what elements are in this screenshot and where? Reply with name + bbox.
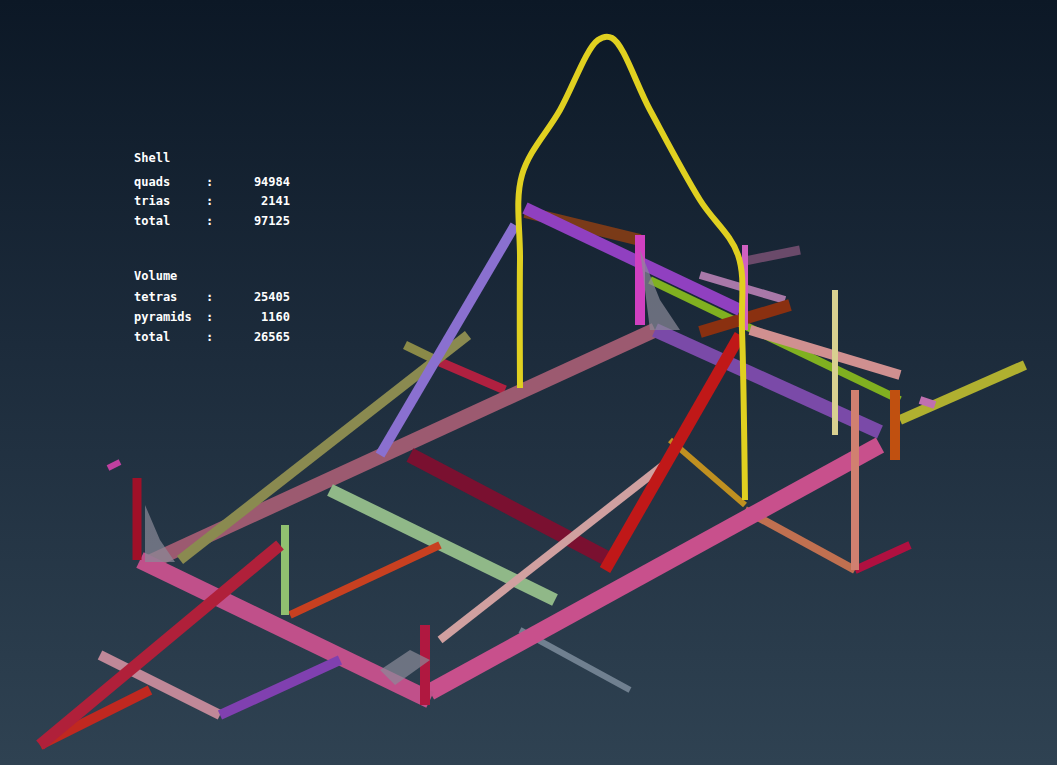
mesh-statistic: : — [206, 213, 213, 229]
mesh-statistic: total — [134, 213, 170, 229]
mesh-statistic: 2141 — [261, 193, 290, 209]
mesh-statistic: 94984 — [254, 174, 290, 190]
mesh-statistic: Shell — [134, 150, 170, 166]
mesh-statistic: pyramids — [134, 309, 192, 325]
frame-tube — [180, 335, 468, 560]
gusset-plate — [380, 650, 430, 685]
mesh-statistic: trias — [134, 193, 170, 209]
mesh-statistic: tetras — [134, 289, 177, 305]
mesh-statistic: 97125 — [254, 213, 290, 229]
frame-tube — [525, 208, 740, 310]
frame-tube — [440, 460, 670, 640]
frame-tube — [750, 330, 900, 375]
frame-tube — [281, 525, 289, 615]
mesh-statistic: Volume — [134, 268, 177, 284]
frame-tube — [832, 290, 838, 435]
frame-tube — [851, 390, 859, 570]
frame-tube — [920, 400, 935, 405]
mesh-statistic: 26565 — [254, 329, 290, 345]
mesh-statistic: : — [206, 329, 213, 345]
mesh-statistic: quads — [134, 174, 170, 190]
mesh-statistic: : — [206, 174, 213, 190]
frame-tube — [440, 362, 505, 390]
frame-tube — [740, 250, 800, 262]
roll-hoop — [518, 37, 745, 500]
frame-tube — [133, 478, 142, 560]
frame-tube — [605, 335, 740, 570]
mesh-statistic: 25405 — [254, 289, 290, 305]
frame-tube — [220, 660, 340, 715]
frame-tube — [40, 545, 280, 745]
mesh-statistic: : — [206, 289, 213, 305]
frame-tube — [890, 390, 900, 460]
frame-tube — [108, 462, 120, 468]
frame-tube — [900, 365, 1025, 420]
mesh-statistic: : — [206, 193, 213, 209]
mesh-statistic: 1160 — [261, 309, 290, 325]
gusset-plate — [145, 505, 175, 562]
frame-tube — [380, 225, 515, 455]
frame-tube — [670, 440, 745, 505]
mesh-statistic: total — [134, 329, 170, 345]
gusset-plate — [640, 250, 680, 330]
frame-tube — [635, 235, 645, 325]
mesh-statistic: : — [206, 309, 213, 325]
frame-tube — [855, 545, 910, 570]
frame-tube — [290, 545, 440, 615]
